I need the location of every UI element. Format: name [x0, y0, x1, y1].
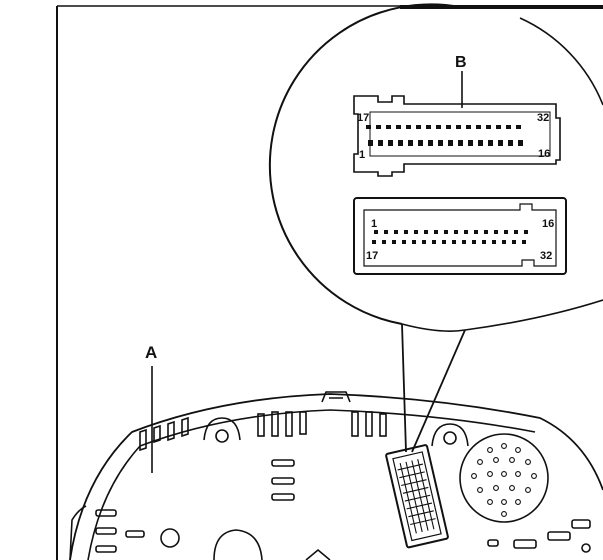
cluster-connector-shell — [385, 444, 449, 549]
housing-center-ribs — [257, 411, 387, 437]
plug-pin-1-label: 1 — [359, 149, 365, 161]
housing-left-features — [95, 509, 331, 560]
magnifier-detail — [268, 3, 603, 453]
plug-pin-row-bottom — [368, 140, 523, 146]
housing-right-screw-eye — [431, 423, 469, 447]
instrument-cluster-housing-a — [69, 391, 603, 560]
housing-top-tab — [321, 391, 351, 403]
magnifier-circle — [268, 3, 461, 325]
magnifier-circle-right — [519, 17, 603, 106]
housing-outer-contour — [69, 393, 603, 560]
socket-pin-1-label: 1 — [371, 218, 377, 230]
callout-label-a: A — [145, 343, 157, 362]
housing-left-screw-eye — [203, 417, 241, 443]
plug-outline — [353, 95, 561, 177]
plug-inner-body — [369, 111, 551, 157]
magnifier-circle-bottom — [401, 299, 603, 332]
speaker-holes — [471, 443, 537, 517]
cluster-connector-pins — [397, 458, 436, 534]
plug-pin-17-label: 17 — [357, 112, 369, 124]
magnifier-pointer-left — [401, 323, 407, 453]
socket-pin-32-label: 32 — [540, 250, 552, 262]
housing-right-slots — [487, 519, 591, 553]
socket-pin-row-top — [374, 230, 528, 234]
socket-pin-row-bottom — [372, 240, 526, 244]
housing-left-mounting-posts — [139, 416, 189, 452]
socket-pin-16-label: 16 — [542, 218, 554, 230]
speaker-grille — [459, 433, 549, 523]
plug-pin-32-label: 32 — [537, 112, 549, 124]
cluster-connector-b — [385, 444, 449, 549]
socket-outline — [353, 197, 567, 275]
cluster-connector-inner — [392, 451, 442, 542]
housing-center-slots — [271, 459, 295, 501]
speaker-outline — [459, 433, 549, 523]
plug-pin-16-label: 16 — [538, 148, 550, 160]
socket-connector: 1 16 17 32 — [353, 197, 567, 275]
socket-pin-17-label: 17 — [366, 250, 378, 262]
housing-left-lip — [69, 505, 87, 560]
housing-inner-contour — [87, 409, 536, 560]
magnifier-pointer-right — [411, 329, 466, 453]
callout-label-b: B — [455, 54, 467, 71]
plug-pin-row-top — [366, 125, 521, 129]
socket-inner-outline — [363, 203, 557, 267]
plug-connector-b: 17 32 1 16 — [353, 95, 561, 177]
